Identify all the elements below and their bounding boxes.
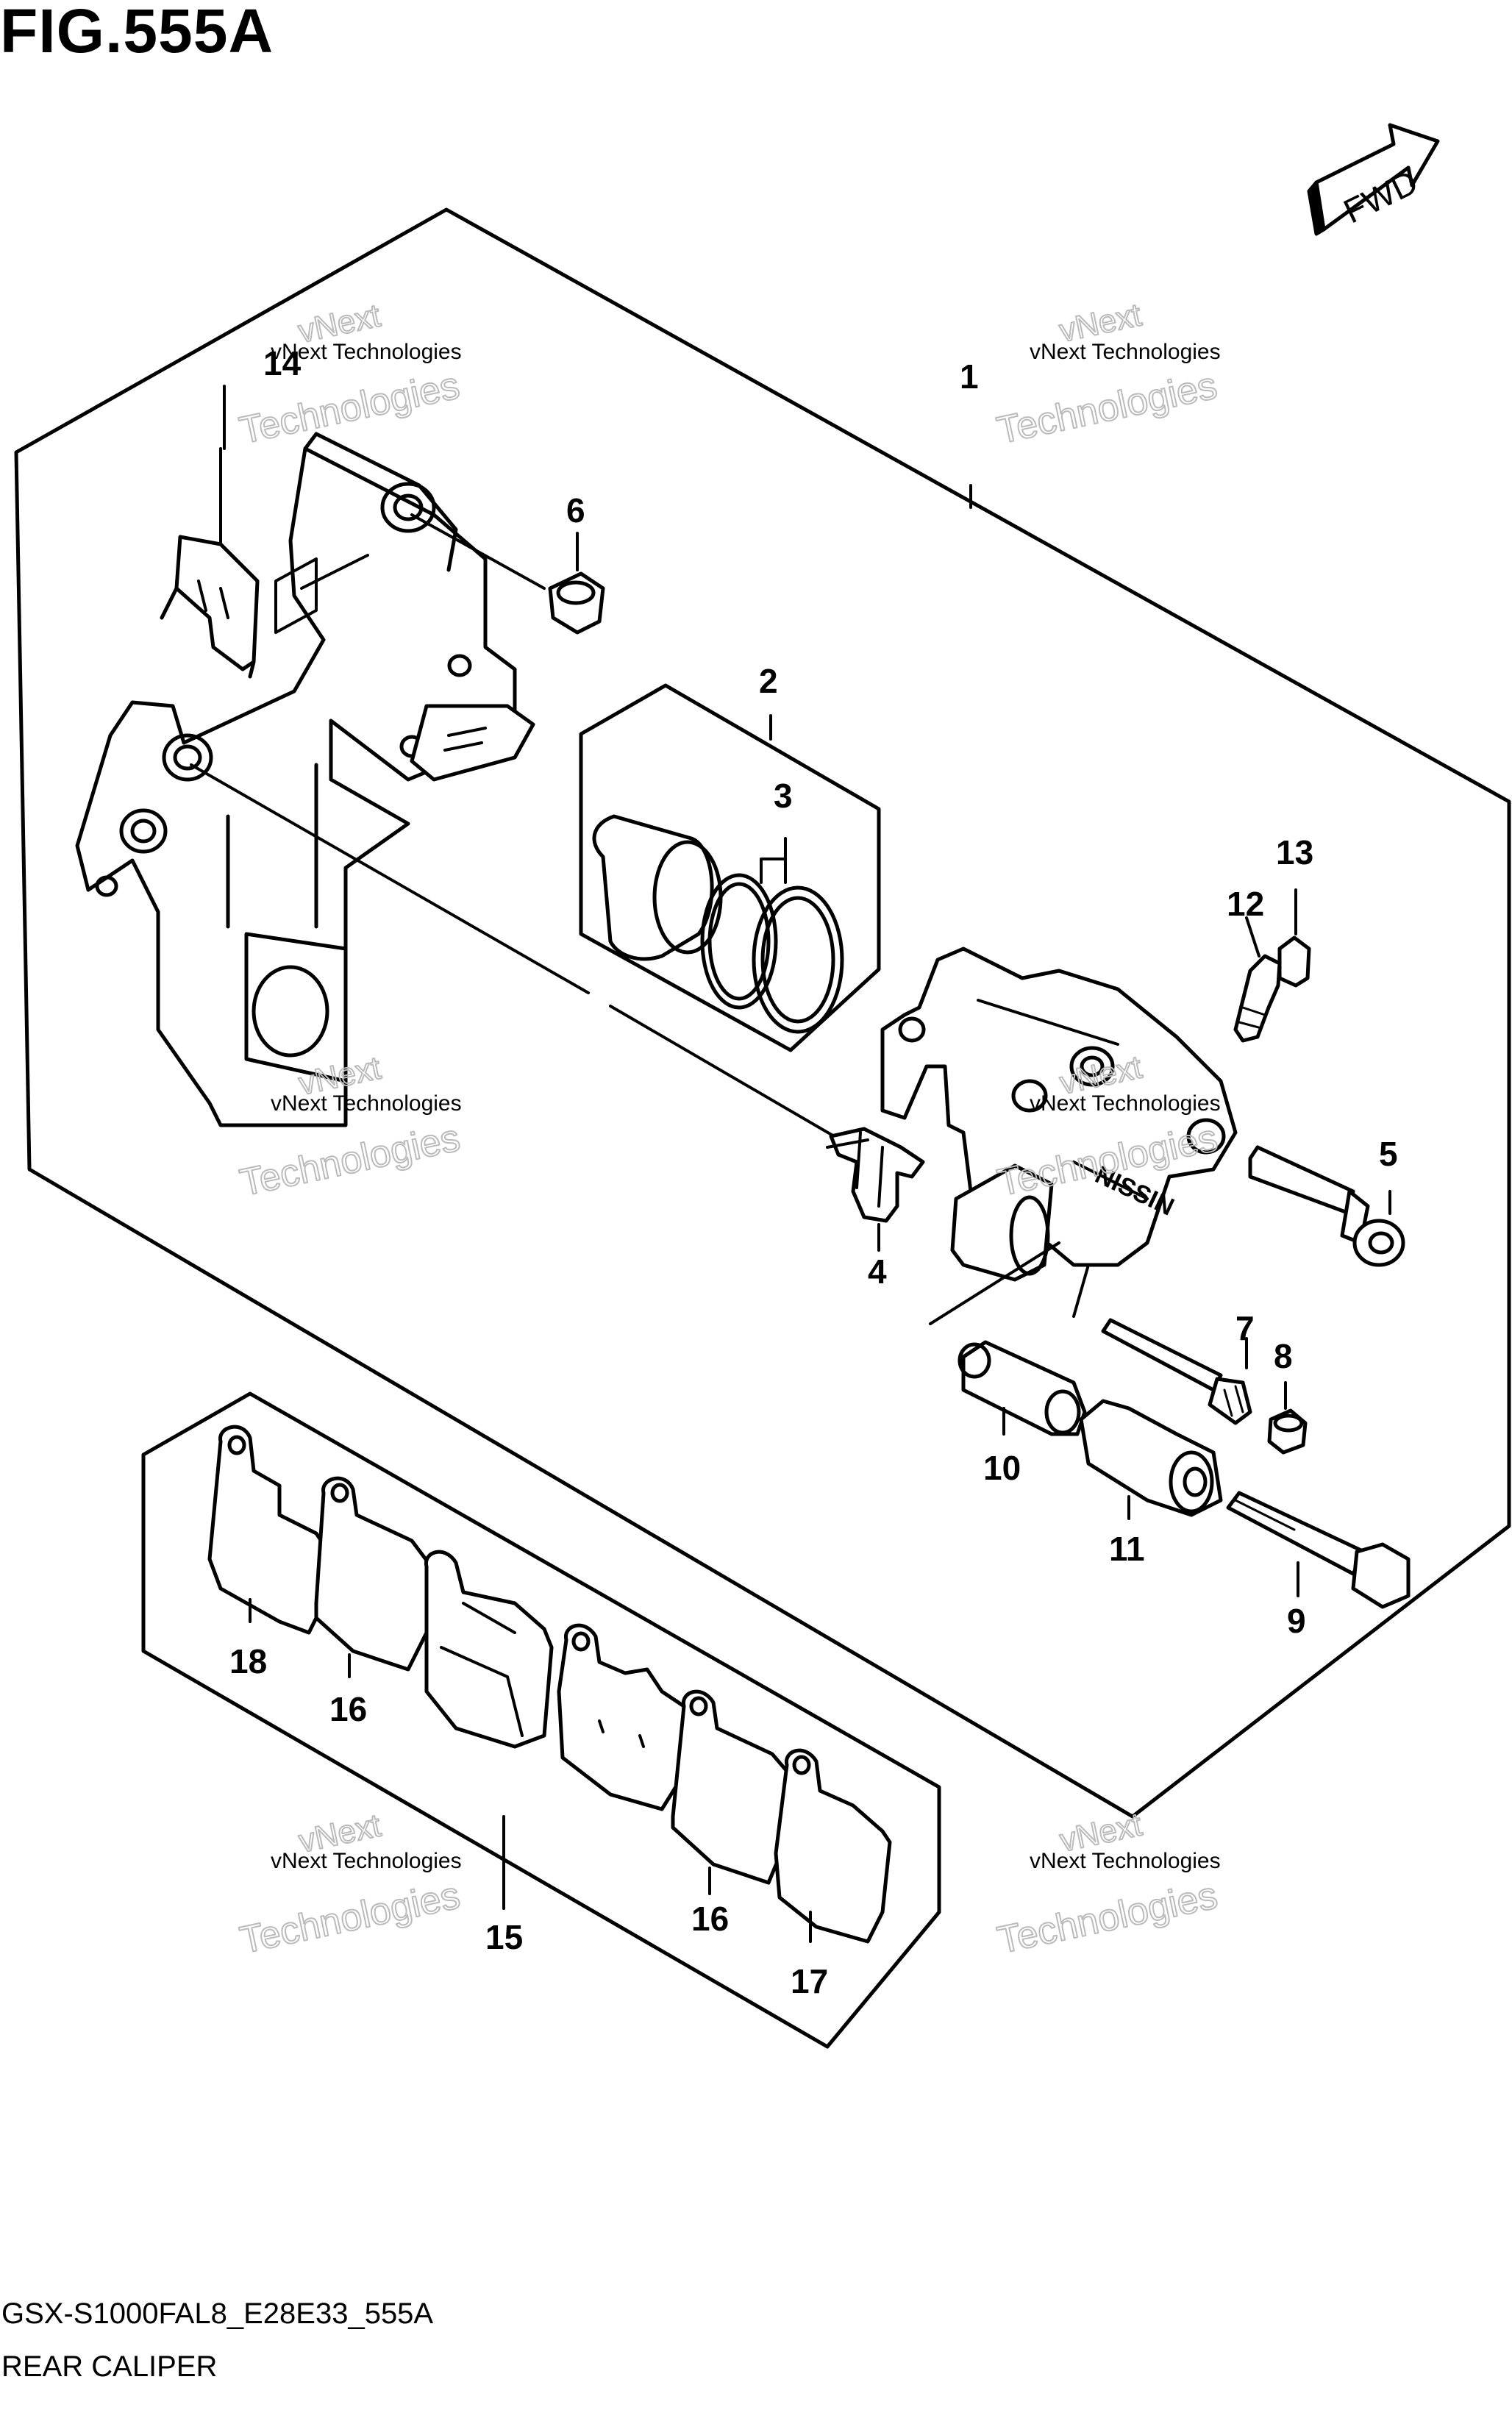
assembly-axis-line (190, 763, 855, 1149)
sleeve-cylinder (950, 1163, 1054, 1282)
brake-pad-18 (207, 1425, 326, 1635)
pin-bolt-5 (1248, 1145, 1405, 1267)
watermark-group: vNext Technologies vNext Technologies vN… (235, 296, 1222, 1964)
bracket-spring (160, 535, 260, 679)
callout-5: 5 (1379, 1135, 1398, 1173)
boot-11 (1079, 1399, 1223, 1517)
boot-6 (548, 571, 605, 635)
fwd-arrow: FWD (1307, 123, 1440, 236)
svg-text:Technologies: Technologies (994, 1874, 1221, 1962)
bracket-axis-line (410, 513, 546, 590)
callout-11: 11 (1109, 1530, 1145, 1568)
pad-set-frame (141, 1391, 941, 2049)
watermark-bottom-left: vNext Technologies vNext Technologies (235, 1807, 464, 1964)
svg-text:vNext Technologies: vNext Technologies (1030, 340, 1221, 364)
sleeve-10 (958, 1340, 1087, 1436)
svg-text:vNext Technologies: vNext Technologies (1030, 1849, 1221, 1873)
figure-name: REAR CALIPER (1, 2350, 218, 2383)
svg-text:Technologies: Technologies (236, 1874, 463, 1962)
brake-pad-16-right (671, 1689, 796, 1885)
piston-kit-frame (579, 683, 881, 1052)
watermark-bottom-right: vNext Technologies vNext Technologies (993, 1805, 1222, 1963)
callout-8: 8 (1274, 1337, 1293, 1375)
piston-seal-3 (700, 873, 844, 1034)
callout-17: 17 (791, 1962, 828, 2000)
callout-leaders (219, 385, 1391, 1943)
callout-12: 12 (1227, 885, 1264, 923)
svg-text:Technologies: Technologies (994, 364, 1221, 452)
callout-2: 2 (759, 662, 778, 700)
callout-1: 1 (960, 357, 979, 396)
shim-plate (424, 1550, 554, 1749)
assembly-frame-1 (14, 207, 1511, 1819)
caliper-body: NISSIN (880, 946, 1238, 1267)
svg-text:vNext Technologies: vNext Technologies (271, 1849, 462, 1873)
cap-13 (1277, 935, 1311, 988)
svg-text:Technologies: Technologies (236, 1116, 463, 1205)
plug-8 (1267, 1408, 1308, 1455)
callout-4: 4 (868, 1252, 887, 1291)
callout-18: 18 (229, 1642, 267, 1680)
callout-9: 9 (1287, 1602, 1306, 1640)
svg-text:vNext Technologies: vNext Technologies (1030, 1091, 1221, 1116)
brake-pad-17 (774, 1748, 892, 1944)
figure-code: GSX-S1000FAL8_E28E33_555A (1, 2297, 434, 2330)
callout-10: 10 (983, 1449, 1021, 1487)
svg-text:vNext Technologies: vNext Technologies (271, 340, 462, 364)
brake-pad-center (557, 1623, 686, 1811)
pad-spring-4 (826, 1127, 925, 1223)
callout-16b: 16 (691, 1900, 729, 1938)
pin-leader-line (929, 1241, 1090, 1325)
svg-text:vNext Technologies: vNext Technologies (271, 1091, 462, 1116)
callout-15: 15 (485, 1918, 523, 1956)
callout-14: 14 (263, 344, 302, 382)
callout-labels: 1 2 3 4 5 6 7 8 9 10 11 12 13 14 15 16 1… (229, 344, 1398, 2000)
bolt-9 (1226, 1491, 1411, 1609)
callout-7: 7 (1235, 1309, 1255, 1347)
caliper-bracket (75, 432, 535, 1127)
bolt-7 (1101, 1318, 1252, 1425)
brake-pad-16-left (314, 1476, 436, 1672)
callout-16a: 16 (329, 1690, 367, 1728)
callout-3: 3 (774, 777, 793, 815)
watermark-top-right: vNext Technologies vNext Technologies (993, 296, 1222, 454)
callout-6: 6 (566, 491, 585, 530)
figure-title: FIG.555A (0, 0, 274, 65)
bleeder-12 (1233, 954, 1282, 1043)
callout-13: 13 (1276, 833, 1313, 871)
